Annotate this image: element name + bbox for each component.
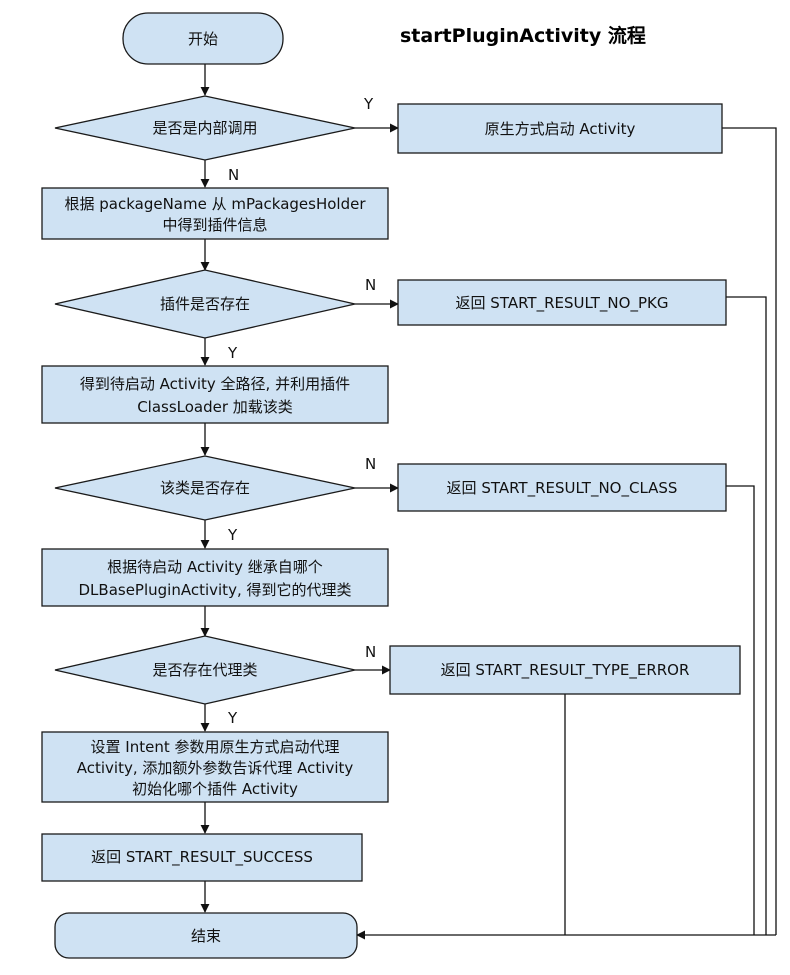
process-load-class-line-2: ClassLoader 加载该类	[137, 398, 293, 416]
edge-native-to-end	[722, 127, 777, 935]
start-node: 开始	[122, 12, 284, 65]
decision-class-exists-label: 该类是否存在	[160, 479, 250, 497]
decision-class-exists: 该类是否存在	[54, 455, 356, 521]
decision-internal-call-label: 是否是内部调用	[152, 119, 257, 137]
decision-plugin-exists-label: 插件是否存在	[160, 295, 250, 313]
process-set-intent-line-3: 初始化哪个插件 Activity	[132, 780, 298, 798]
process-return-type-error: 返回 START_RESULT_TYPE_ERROR	[389, 645, 741, 695]
edges	[200, 64, 777, 940]
branch-label-internal-no: N	[228, 166, 239, 184]
branch-label-plugin-no: N	[365, 276, 376, 294]
branch-label-class-no: N	[365, 455, 376, 473]
process-return-success: 返回 START_RESULT_SUCCESS	[41, 833, 363, 882]
branch-label-plugin-yes: Y	[227, 344, 238, 362]
end-node: 结束	[54, 912, 358, 959]
process-load-class: 得到待启动 Activity 全路径, 并利用插件 ClassLoader 加载…	[41, 365, 389, 424]
process-get-proxy-class-line-2: DLBasePluginActivity, 得到它的代理类	[79, 581, 352, 599]
decision-proxy-exists-label: 是否存在代理类	[152, 661, 257, 679]
end-node-label: 结束	[191, 927, 221, 945]
process-get-plugin-info-line-1: 根据 packageName 从 mPackagesHolder	[64, 195, 366, 213]
branch-label-proxy-yes: Y	[227, 709, 238, 727]
decision-proxy-exists: 是否存在代理类	[54, 635, 356, 705]
process-return-success-label: 返回 START_RESULT_SUCCESS	[91, 848, 313, 867]
process-set-intent: 设置 Intent 参数用原生方式启动代理 Activity, 添加额外参数告诉…	[41, 731, 389, 803]
process-native-start: 原生方式启动 Activity	[397, 103, 723, 154]
edge-nopkg-to-end	[726, 296, 767, 935]
process-set-intent-line-2: Activity, 添加额外参数告诉代理 Activity	[77, 759, 354, 777]
decision-plugin-exists: 插件是否存在	[54, 269, 356, 339]
process-return-no-class-label: 返回 START_RESULT_NO_CLASS	[447, 479, 678, 498]
process-return-type-error-label: 返回 START_RESULT_TYPE_ERROR	[441, 661, 690, 680]
edge-noclass-to-end	[726, 485, 755, 935]
process-get-proxy-class: 根据待启动 Activity 继承自哪个 DLBasePluginActivit…	[41, 548, 389, 607]
start-node-label: 开始	[188, 30, 218, 48]
process-return-no-pkg-label: 返回 START_RESULT_NO_PKG	[456, 294, 669, 313]
process-load-class-line-1: 得到待启动 Activity 全路径, 并利用插件	[80, 375, 350, 393]
process-return-no-pkg: 返回 START_RESULT_NO_PKG	[397, 279, 727, 326]
branch-label-proxy-no: N	[365, 643, 376, 661]
diagram-title: startPluginActivity 流程	[400, 24, 646, 47]
process-get-plugin-info-line-2: 中得到插件信息	[162, 216, 267, 234]
process-get-plugin-info: 根据 packageName 从 mPackagesHolder 中得到插件信息	[41, 187, 389, 240]
branch-label-internal-yes: Y	[363, 95, 374, 113]
branch-label-class-yes: Y	[227, 526, 238, 544]
process-return-no-class: 返回 START_RESULT_NO_CLASS	[397, 463, 727, 512]
process-set-intent-line-1: 设置 Intent 参数用原生方式启动代理	[91, 738, 340, 756]
process-native-start-label: 原生方式启动 Activity	[485, 120, 636, 138]
branch-labels: Y N N Y N Y N Y	[227, 95, 376, 727]
process-get-proxy-class-line-1: 根据待启动 Activity 继承自哪个	[107, 558, 323, 576]
decision-internal-call: 是否是内部调用	[54, 95, 356, 161]
